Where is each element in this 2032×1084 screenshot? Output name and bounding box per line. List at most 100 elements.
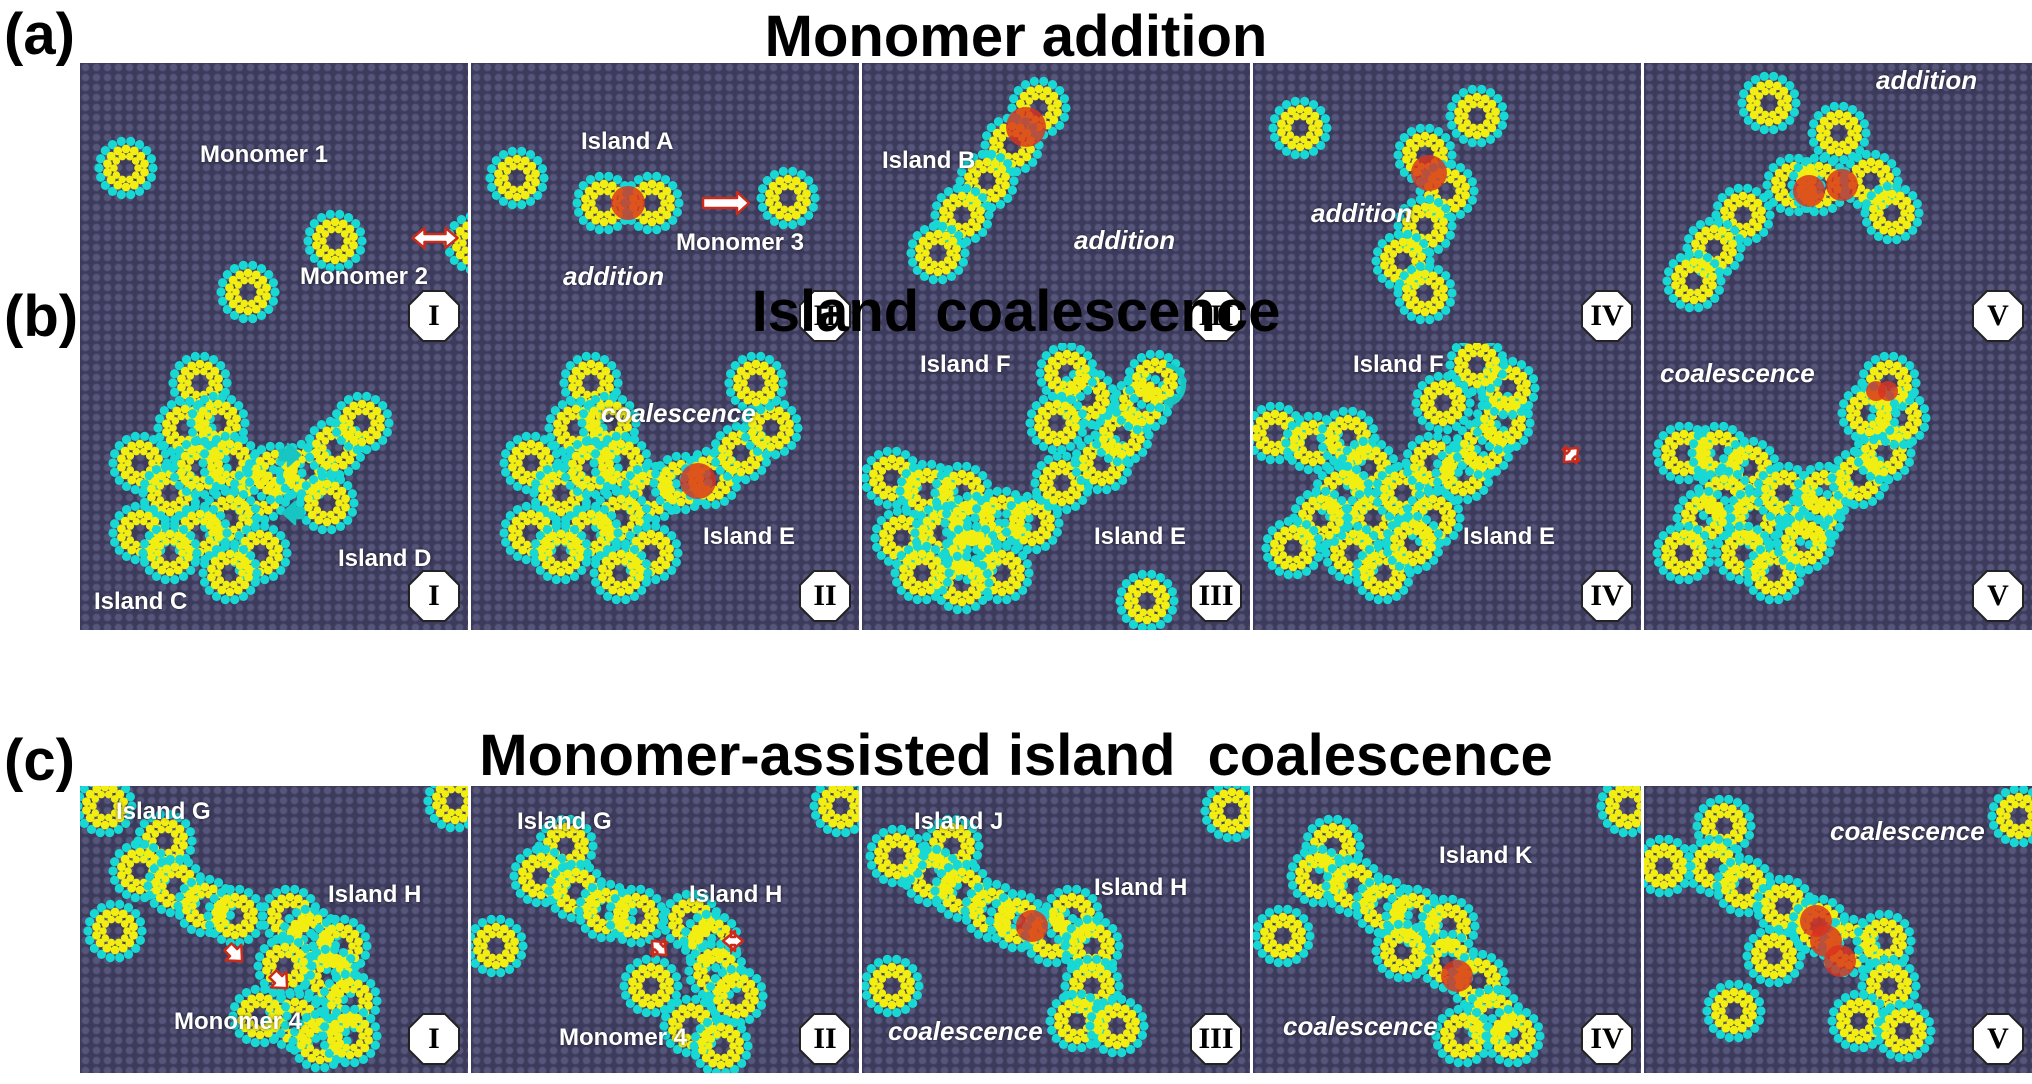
badge-numeral: III — [1198, 579, 1234, 612]
bond-highlight — [1793, 175, 1825, 207]
label-island-b: Island B — [882, 147, 976, 174]
molecule-layer — [862, 343, 1187, 630]
molecule-ring — [529, 521, 593, 585]
label-island-h: Island H — [1094, 874, 1188, 901]
molecule-layer — [94, 136, 468, 324]
molecule-layer — [471, 786, 859, 1073]
molecule-ring — [1652, 421, 1716, 485]
molecule-layer — [1644, 786, 2032, 1063]
molecule-layer — [485, 146, 820, 235]
panel-badge: IV — [1581, 1013, 1633, 1065]
label-island-h: Island H — [328, 881, 422, 908]
molecule-ring — [955, 149, 1019, 213]
label-island-d: Island D — [338, 545, 432, 572]
badge-numeral: III — [1198, 299, 1234, 332]
molecule-ring — [1381, 511, 1445, 575]
molecule-ring — [1807, 101, 1871, 165]
label-coalescence: coalescence — [1283, 1011, 1438, 1041]
label-coalescence: coalescence — [888, 1016, 1043, 1046]
panel-badge: IV — [1581, 570, 1633, 622]
molecule-ring — [318, 1004, 382, 1068]
panel-c-3: Island J Island H coalescence III — [862, 786, 1250, 1073]
molecule-ring — [1857, 954, 1921, 1018]
arrow-head — [1162, 395, 1176, 409]
double-arrow — [411, 226, 459, 250]
badge-numeral: II — [813, 579, 837, 612]
rotation-arrow — [1165, 362, 1187, 406]
molecule-layer — [1652, 351, 1931, 605]
molecule-ring — [303, 209, 367, 273]
molecule-ring — [228, 984, 292, 1048]
molecule-ring — [589, 541, 653, 605]
label-island-g: Island G — [116, 798, 211, 825]
panel-badge: II — [799, 1013, 851, 1065]
label-island-c: Island C — [94, 588, 188, 615]
panel-badge: V — [1972, 290, 2024, 342]
label-island-e: Island E — [1094, 523, 1187, 550]
panel-b-3: Island F Island E III — [862, 343, 1250, 630]
molecule-ring — [1200, 786, 1250, 843]
molecule-ring — [1742, 924, 1806, 988]
label-monomer-4: Monomer 4 — [174, 1008, 303, 1035]
label-island-f: Island F — [1353, 351, 1444, 378]
badge-numeral: II — [813, 1022, 837, 1055]
molecule-ring — [689, 1014, 753, 1073]
panel-c-2: Island G Island H Monomer 4 II — [471, 786, 859, 1073]
label-coalescence: coalescence — [601, 398, 756, 428]
panel-badge: III — [1190, 290, 1242, 342]
molecule-ring — [1261, 516, 1325, 580]
label-monomer-3: Monomer 3 — [676, 229, 805, 256]
molecule-ring — [1481, 1004, 1545, 1068]
label-island-h: Island H — [689, 881, 783, 908]
molecule-ring — [1085, 994, 1149, 1058]
molecule-ring — [1702, 979, 1766, 1043]
molecule-layer — [1253, 343, 1581, 605]
row-c-letter: (c) — [4, 728, 75, 793]
molecule-ring — [1987, 786, 2032, 848]
molecule-ring — [83, 899, 147, 963]
badge-numeral: V — [1987, 299, 2009, 332]
panel-badge: I — [408, 1013, 460, 1065]
panel-c-4: Island K coalescence IV — [1253, 786, 1641, 1073]
bond-highlight — [611, 186, 645, 220]
badge-numeral: IV — [1590, 579, 1624, 612]
double-arrow — [1561, 445, 1581, 465]
label-addition: addition — [1074, 225, 1176, 255]
molecule-ring — [1411, 371, 1475, 435]
molecule-ring — [423, 786, 468, 833]
molecule-ring — [1737, 71, 1801, 135]
bond-highlight — [680, 463, 716, 499]
molecule-ring — [1035, 343, 1099, 405]
molecule-ring — [559, 436, 623, 500]
label-addition: addition — [1311, 198, 1413, 228]
badge-numeral: III — [1198, 1022, 1234, 1055]
molecule-ring — [1872, 999, 1936, 1063]
molecule-ring — [1596, 786, 1641, 838]
molecule-layer — [1268, 84, 1509, 325]
panel-badge: V — [1972, 1013, 2024, 1065]
badge-numeral: I — [428, 1022, 440, 1055]
molecule-ring — [138, 521, 202, 585]
molecule-layer — [906, 76, 1071, 285]
label-monomer-1: Monomer 1 — [200, 141, 329, 168]
panel-a-5: addition V — [1644, 63, 2032, 350]
molecule-ring — [1471, 391, 1535, 455]
double-arrow — [721, 929, 745, 953]
badge-numeral: I — [428, 299, 440, 332]
label-island-f: Island F — [920, 351, 1011, 378]
bond-highlight — [1016, 910, 1048, 942]
molecule-ring — [1644, 834, 1696, 898]
molecule-ring — [619, 954, 683, 1018]
molecule-ring — [906, 221, 970, 285]
label-addition: addition — [563, 261, 665, 291]
panel-a-3: Island B addition III — [862, 63, 1250, 350]
molecule-layer — [108, 351, 394, 605]
molecule-ring — [756, 166, 820, 230]
molecule-ring — [1860, 181, 1924, 245]
molecule-ring — [1268, 96, 1332, 160]
molecule-ring — [80, 786, 137, 838]
molecule-ring — [1772, 511, 1836, 575]
molecule-ring — [1662, 249, 1726, 313]
panel-badge: I — [408, 570, 460, 622]
bond-highlight — [1824, 945, 1856, 977]
